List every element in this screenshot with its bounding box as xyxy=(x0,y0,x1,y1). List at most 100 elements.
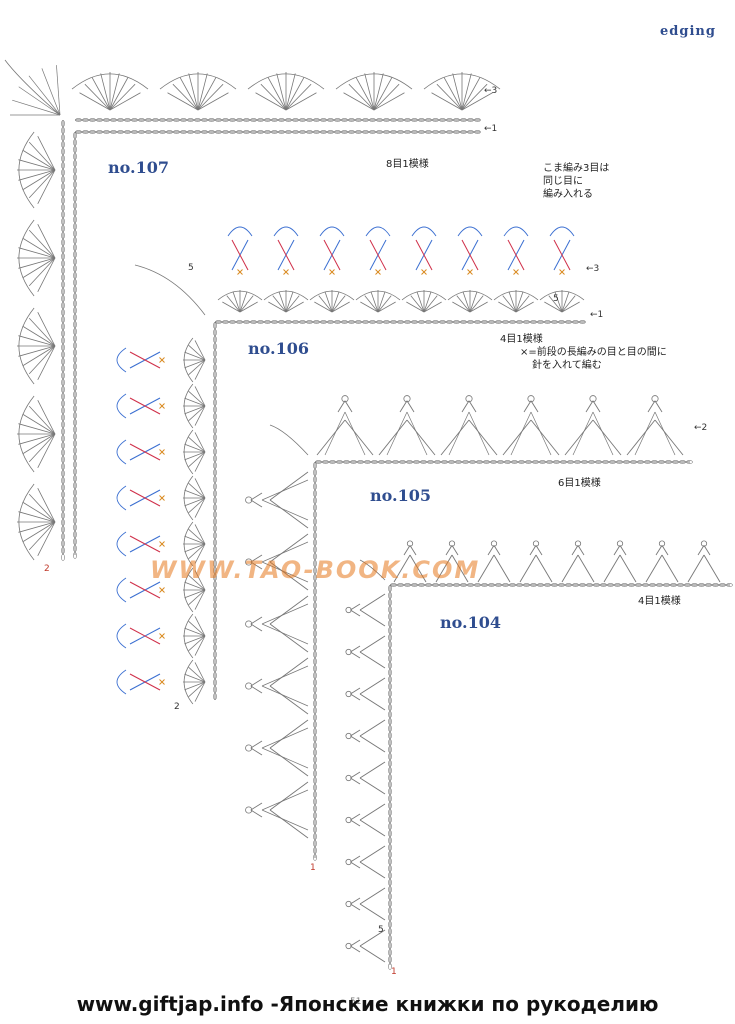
double-crochet xyxy=(406,419,436,456)
pattern-106-repeat: 4目1模様 xyxy=(500,334,543,345)
chain-stitch xyxy=(418,583,425,587)
picot xyxy=(245,620,253,628)
double-crochet xyxy=(167,92,199,111)
row-stroke-red xyxy=(323,239,341,271)
pattern-106-row-5-right: 5 xyxy=(553,294,559,304)
chain-stitch xyxy=(313,763,317,770)
chain-stitch xyxy=(425,583,432,587)
double-crochet xyxy=(194,432,206,453)
chain-stitch xyxy=(73,538,77,545)
chain-stitch xyxy=(388,767,392,774)
chain-stitch xyxy=(658,460,665,464)
chain-stitch xyxy=(320,320,327,324)
double-crochet xyxy=(188,405,206,422)
double-crochet xyxy=(654,400,663,413)
chain-stitch xyxy=(73,510,77,517)
chain-stitch xyxy=(285,118,292,122)
chain-stitch xyxy=(213,329,217,336)
double-crochet xyxy=(661,545,669,556)
chain-stitch xyxy=(285,320,292,324)
chain-stitch xyxy=(509,320,516,324)
chain-stitch xyxy=(388,725,392,732)
double-crochet xyxy=(278,291,287,313)
chain-stitch xyxy=(243,118,250,122)
double-crochet xyxy=(194,662,206,683)
chain-stitch xyxy=(327,130,334,134)
chain-stitch xyxy=(215,118,222,122)
chain-stitch xyxy=(357,460,364,464)
double-crochet xyxy=(451,554,469,583)
chain-stitch xyxy=(388,942,392,949)
chain-stitch xyxy=(642,583,649,587)
chain-stitch xyxy=(61,302,65,309)
chain-stitch xyxy=(388,760,392,767)
chain-stitch xyxy=(602,460,609,464)
chain-stitch xyxy=(313,560,317,567)
chain-stitch xyxy=(425,130,432,134)
double-crochet xyxy=(535,545,543,556)
sc-mark xyxy=(283,269,289,275)
double-crochet xyxy=(261,479,309,501)
double-crochet xyxy=(359,819,386,837)
double-crochet xyxy=(232,291,241,313)
chain-stitch xyxy=(131,118,138,122)
double-crochet xyxy=(350,609,361,617)
chain-stitch xyxy=(383,118,390,122)
double-crochet xyxy=(331,301,350,313)
chain-stitch xyxy=(313,518,317,525)
double-crochet xyxy=(350,735,361,743)
chain-stitch xyxy=(61,414,65,421)
chain-stitch xyxy=(439,118,446,122)
pattern-106-chart xyxy=(116,226,586,705)
picot xyxy=(345,858,352,866)
double-crochet xyxy=(359,861,386,879)
row-stroke-red xyxy=(507,239,525,271)
chain-stitch xyxy=(546,460,553,464)
chain-stitch xyxy=(388,711,392,718)
double-crochet xyxy=(28,405,56,435)
chain-stitch xyxy=(61,428,65,435)
chain-stitch xyxy=(313,707,317,714)
chain-stitch xyxy=(213,651,217,658)
chain-stitch xyxy=(644,460,651,464)
chain-arch xyxy=(263,290,309,301)
corner-fan xyxy=(134,264,206,316)
chain-stitch xyxy=(213,574,217,581)
chain-stitch xyxy=(341,130,348,134)
chain-stitch xyxy=(213,420,217,427)
chain-stitch xyxy=(663,583,670,587)
chain-stitch xyxy=(213,504,217,511)
chain-stitch xyxy=(73,307,77,314)
double-crochet xyxy=(619,554,637,583)
chain-stitch xyxy=(476,460,483,464)
picot-loop xyxy=(116,669,127,695)
chain-stitch xyxy=(159,130,166,134)
double-crochet xyxy=(373,83,400,111)
chain-stitch xyxy=(96,118,103,122)
chain-stitch xyxy=(213,532,217,539)
pattern-105-repeat: 6目1模様 xyxy=(558,478,601,489)
chain-stitch xyxy=(334,118,341,122)
chain-stitch xyxy=(73,202,77,209)
double-crochet xyxy=(184,359,206,369)
chain-stitch xyxy=(588,460,595,464)
chain-arch xyxy=(309,290,355,301)
chain-stitch xyxy=(61,533,65,540)
chain-stitch xyxy=(73,209,77,216)
picot xyxy=(589,395,597,403)
chain-stitch xyxy=(306,320,313,324)
sc-mark xyxy=(159,449,165,455)
chain-stitch xyxy=(388,697,392,704)
chain-stitch xyxy=(399,460,406,464)
chain-stitch xyxy=(124,118,131,122)
double-crochet xyxy=(194,570,206,591)
chain-arch xyxy=(183,383,194,429)
chain-stitch xyxy=(145,118,152,122)
chain-stitch xyxy=(313,714,317,721)
chain-stitch xyxy=(61,190,65,197)
chain-stitch xyxy=(73,272,77,279)
chain-stitch xyxy=(523,583,530,587)
double-crochet xyxy=(364,73,375,111)
double-crochet xyxy=(261,727,309,749)
chain-stitch xyxy=(329,460,336,464)
